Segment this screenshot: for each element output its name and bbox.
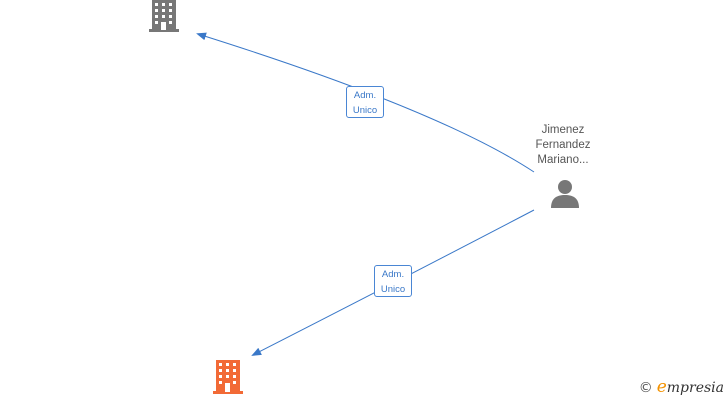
edge-label-top[interactable]: Adm. Unico	[346, 86, 384, 118]
person-icon	[551, 180, 579, 208]
edge-label-role-type: Unico	[380, 284, 406, 295]
edge-label-role: Adm.	[353, 90, 377, 101]
person-name-line-2: Fernandez	[535, 139, 591, 151]
edge-line-top	[196, 32, 535, 173]
edge-label-role-type: Unico	[352, 105, 378, 116]
person-node[interactable]	[549, 178, 581, 215]
company-node-top[interactable]	[147, 0, 181, 39]
copyright-icon: ©	[638, 380, 653, 396]
brand-name: mpresia	[666, 380, 724, 396]
building-icon	[213, 360, 243, 394]
person-name[interactable]: Jimenez Fernandez Mariano...	[520, 123, 606, 168]
building-icon	[149, 0, 179, 32]
edge-label-bottom[interactable]: Adm. Unico	[374, 265, 412, 297]
brand-initial: e	[656, 377, 667, 397]
person-name-line-3: Mariano...	[537, 154, 589, 166]
edge-label-role: Adm.	[381, 269, 405, 280]
company-node-bottom[interactable]	[211, 360, 245, 401]
person-name-line-1: Jimenez	[541, 124, 585, 136]
empresia-watermark: ©empresia	[639, 377, 724, 397]
